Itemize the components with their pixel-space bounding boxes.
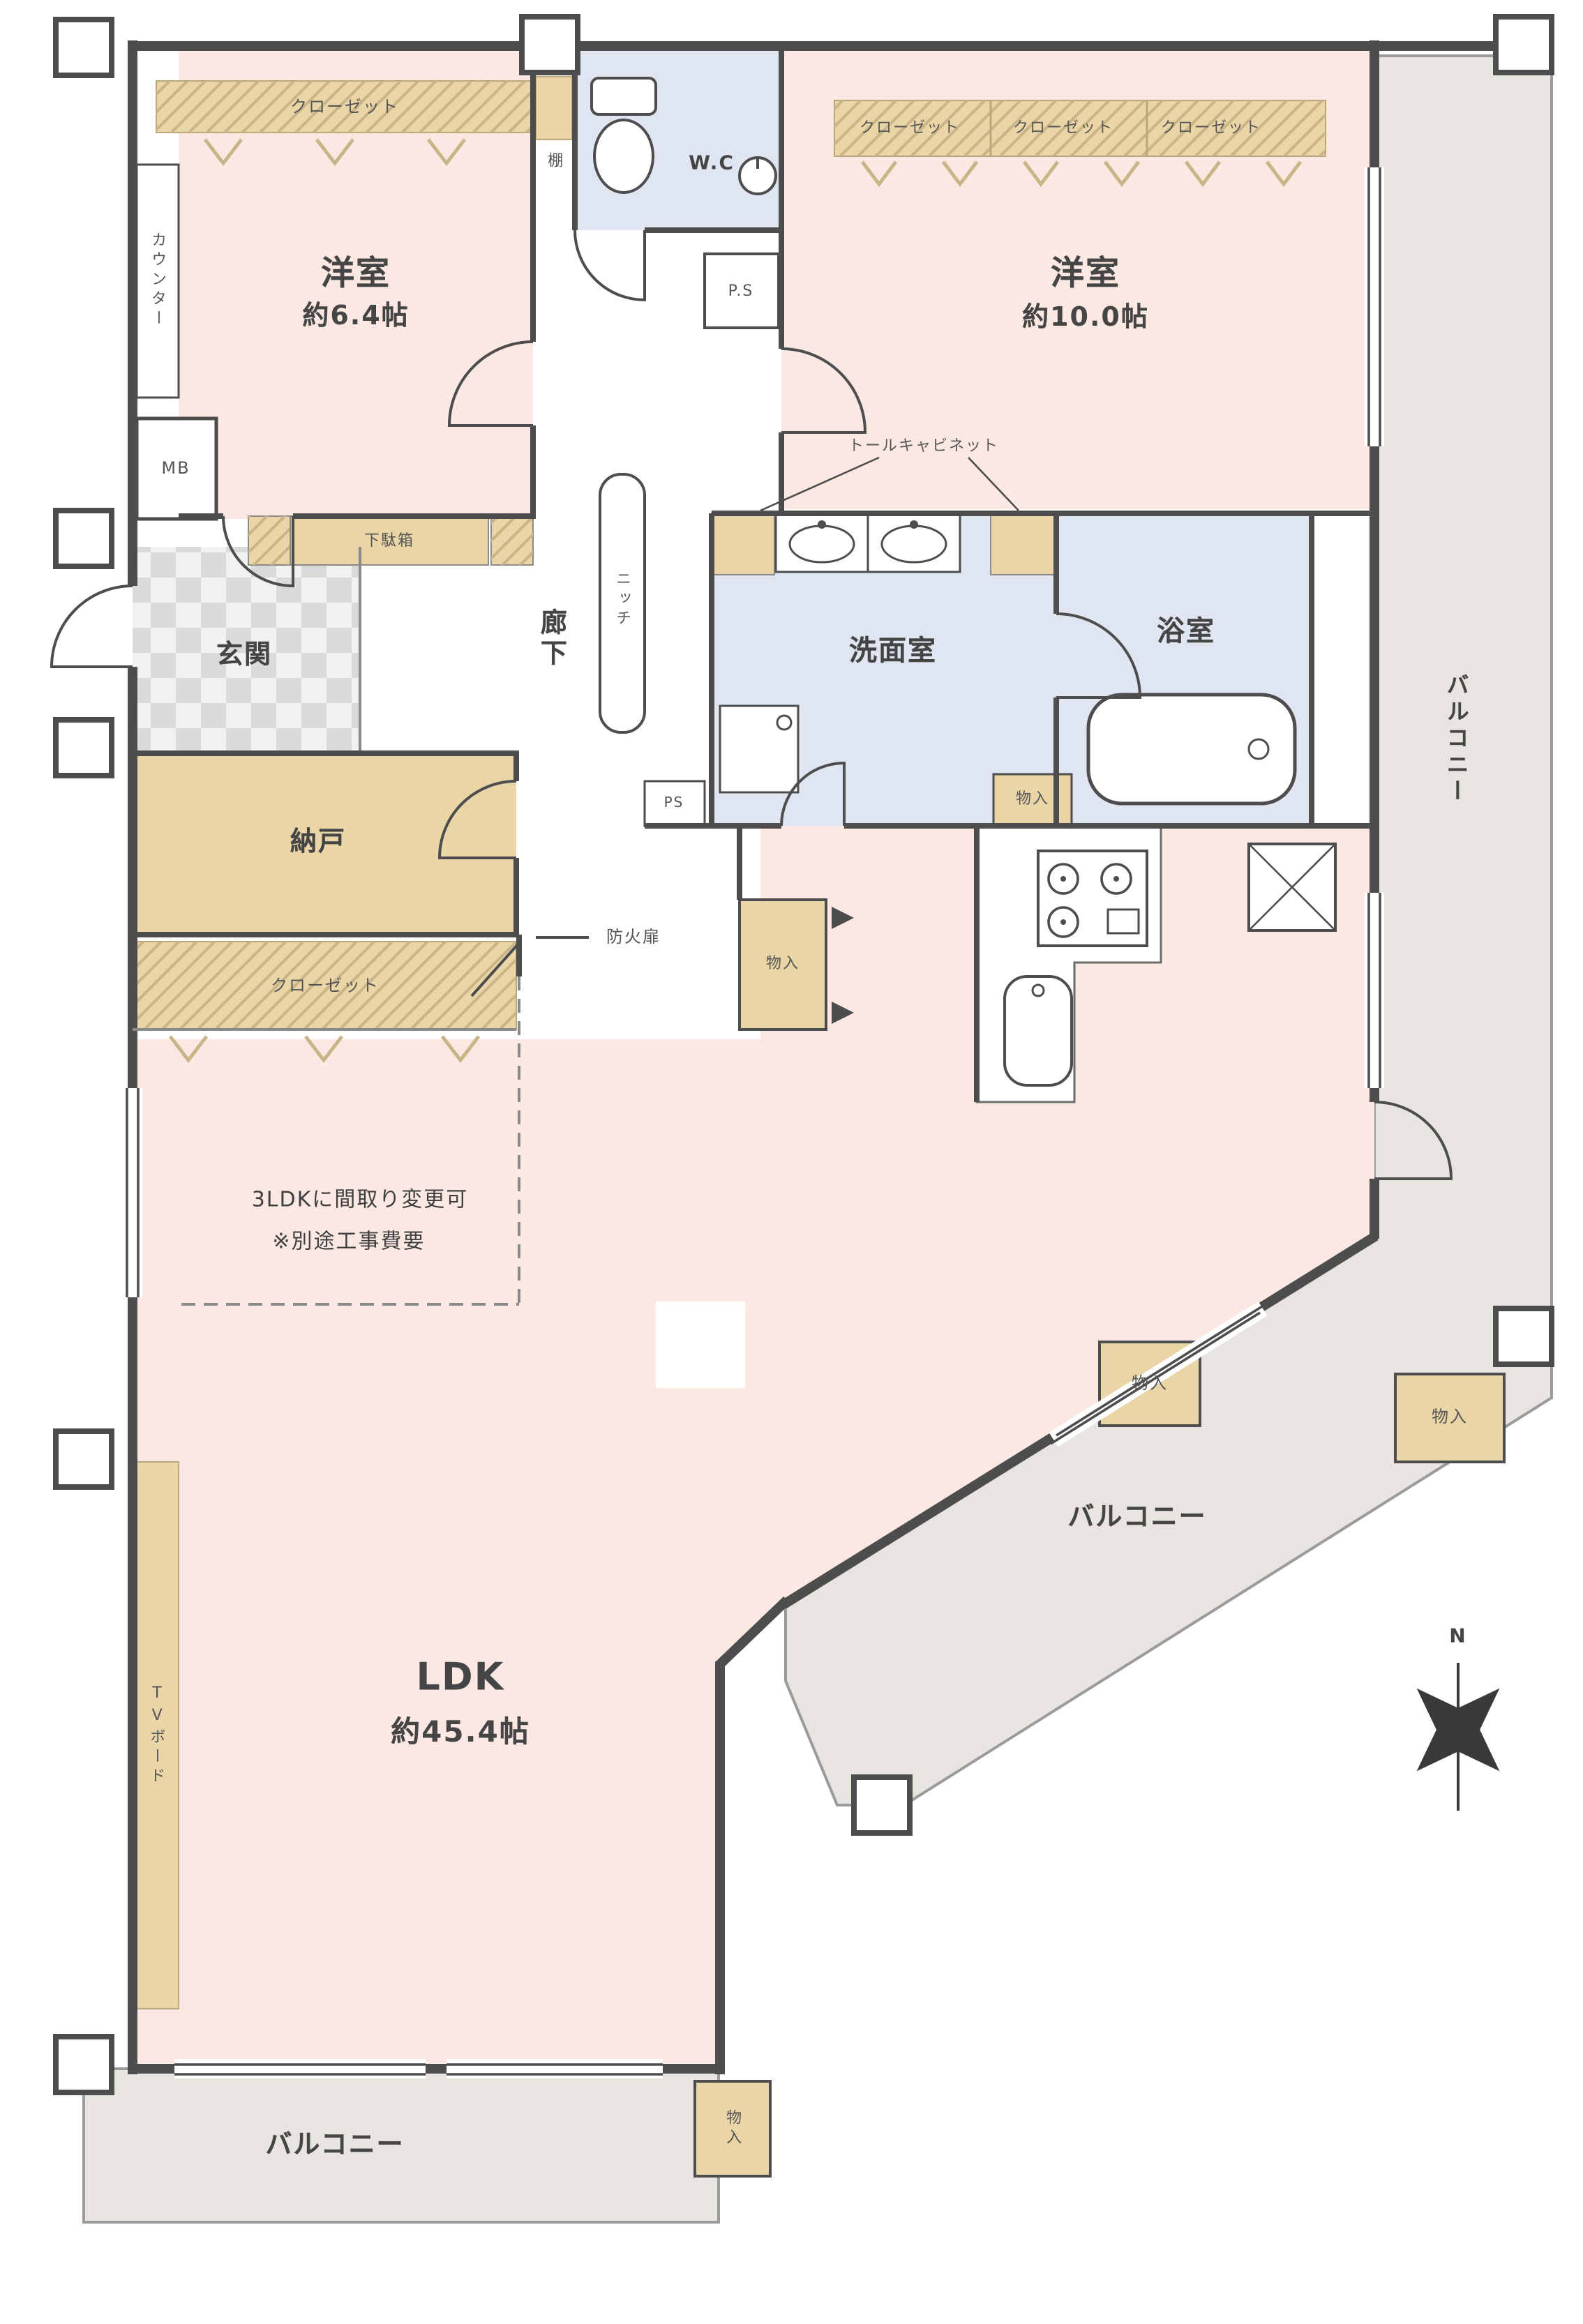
remodel-note-line1: 3LDKに間取り変更可 <box>251 1186 469 1212</box>
counter-label: カウンター <box>149 232 168 329</box>
fire-door-label: 防火扉 <box>606 926 661 946</box>
room-size-western-large: 約10.0帖 <box>1022 302 1149 333</box>
room-label-ldk: LDK <box>416 1656 505 1700</box>
room-label-western-small: 洋室 <box>321 253 391 293</box>
storage-label-mid-1: 物入 <box>1131 1373 1169 1393</box>
room-label-western-large: 洋室 <box>1051 253 1120 293</box>
pipe-space-label: P.S <box>728 281 754 300</box>
tv-board-label: TVボード <box>148 1684 167 1787</box>
storage-room-label: 納戸 <box>290 827 347 858</box>
storage-label-bottom: 物入 <box>724 2109 743 2148</box>
closet-label-top-right-1: クローゼット <box>860 118 960 137</box>
tall-cabinet-label: トールキャビネット <box>848 436 999 455</box>
storage-label-mid-2: 物入 <box>1431 1406 1469 1426</box>
entrance-tile <box>133 547 360 750</box>
closet-label-top-left: クローゼット <box>290 96 400 116</box>
storage-label-bath: 物入 <box>1016 789 1049 808</box>
meter-box-label: MB <box>161 458 190 478</box>
closet-label-top-right-3: クローゼット <box>1161 118 1261 137</box>
room-size-ldk: 約45.4帖 <box>391 1714 530 1749</box>
shoe-cabinet-label: 下駄箱 <box>364 531 414 550</box>
wc-label: W.C <box>689 152 735 175</box>
compass-north-label: N <box>1449 1625 1467 1648</box>
storage-label-center: 物入 <box>766 953 800 972</box>
closet-label-ldk: クローゼット <box>270 975 380 995</box>
closet-label-top-right-2: クローゼット <box>1013 118 1113 137</box>
room-size-western-small: 約6.4帖 <box>302 301 410 332</box>
balcony-label-bottom: バルコニー <box>265 2129 405 2161</box>
hallway-label: 廊下 <box>536 608 567 670</box>
entrance-label: 玄関 <box>216 640 273 671</box>
bathroom-label: 浴室 <box>1157 614 1215 647</box>
balcony-label-middle: バルコニー <box>1067 1502 1207 1533</box>
balcony-label-right: バルコニー <box>1442 673 1469 806</box>
washroom-label: 洗面室 <box>849 633 937 667</box>
shelf-label: 棚 <box>546 152 564 172</box>
pipe-space-lower-label: PS <box>663 796 684 811</box>
compass-icon <box>1416 1663 1500 1811</box>
niche-label: ニッチ <box>614 571 633 629</box>
remodel-note-line2: ※別途工事費要 <box>272 1228 426 1254</box>
